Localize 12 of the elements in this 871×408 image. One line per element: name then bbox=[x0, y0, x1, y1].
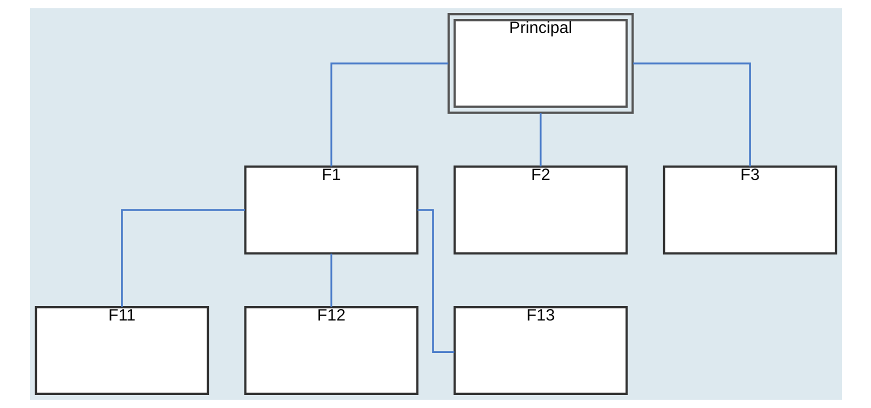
node-box: F12 bbox=[244, 306, 418, 396]
node-box: F11 bbox=[34, 306, 209, 396]
connector bbox=[330, 62, 448, 166]
connector bbox=[330, 254, 332, 307]
connector bbox=[632, 62, 750, 166]
node-box: F1 bbox=[244, 166, 418, 254]
connector bbox=[539, 113, 542, 166]
node-box: Principal bbox=[447, 12, 634, 114]
node-box: F3 bbox=[662, 166, 837, 254]
connector bbox=[120, 209, 244, 307]
node-box: F2 bbox=[453, 166, 628, 254]
node-box: F13 bbox=[453, 306, 628, 396]
